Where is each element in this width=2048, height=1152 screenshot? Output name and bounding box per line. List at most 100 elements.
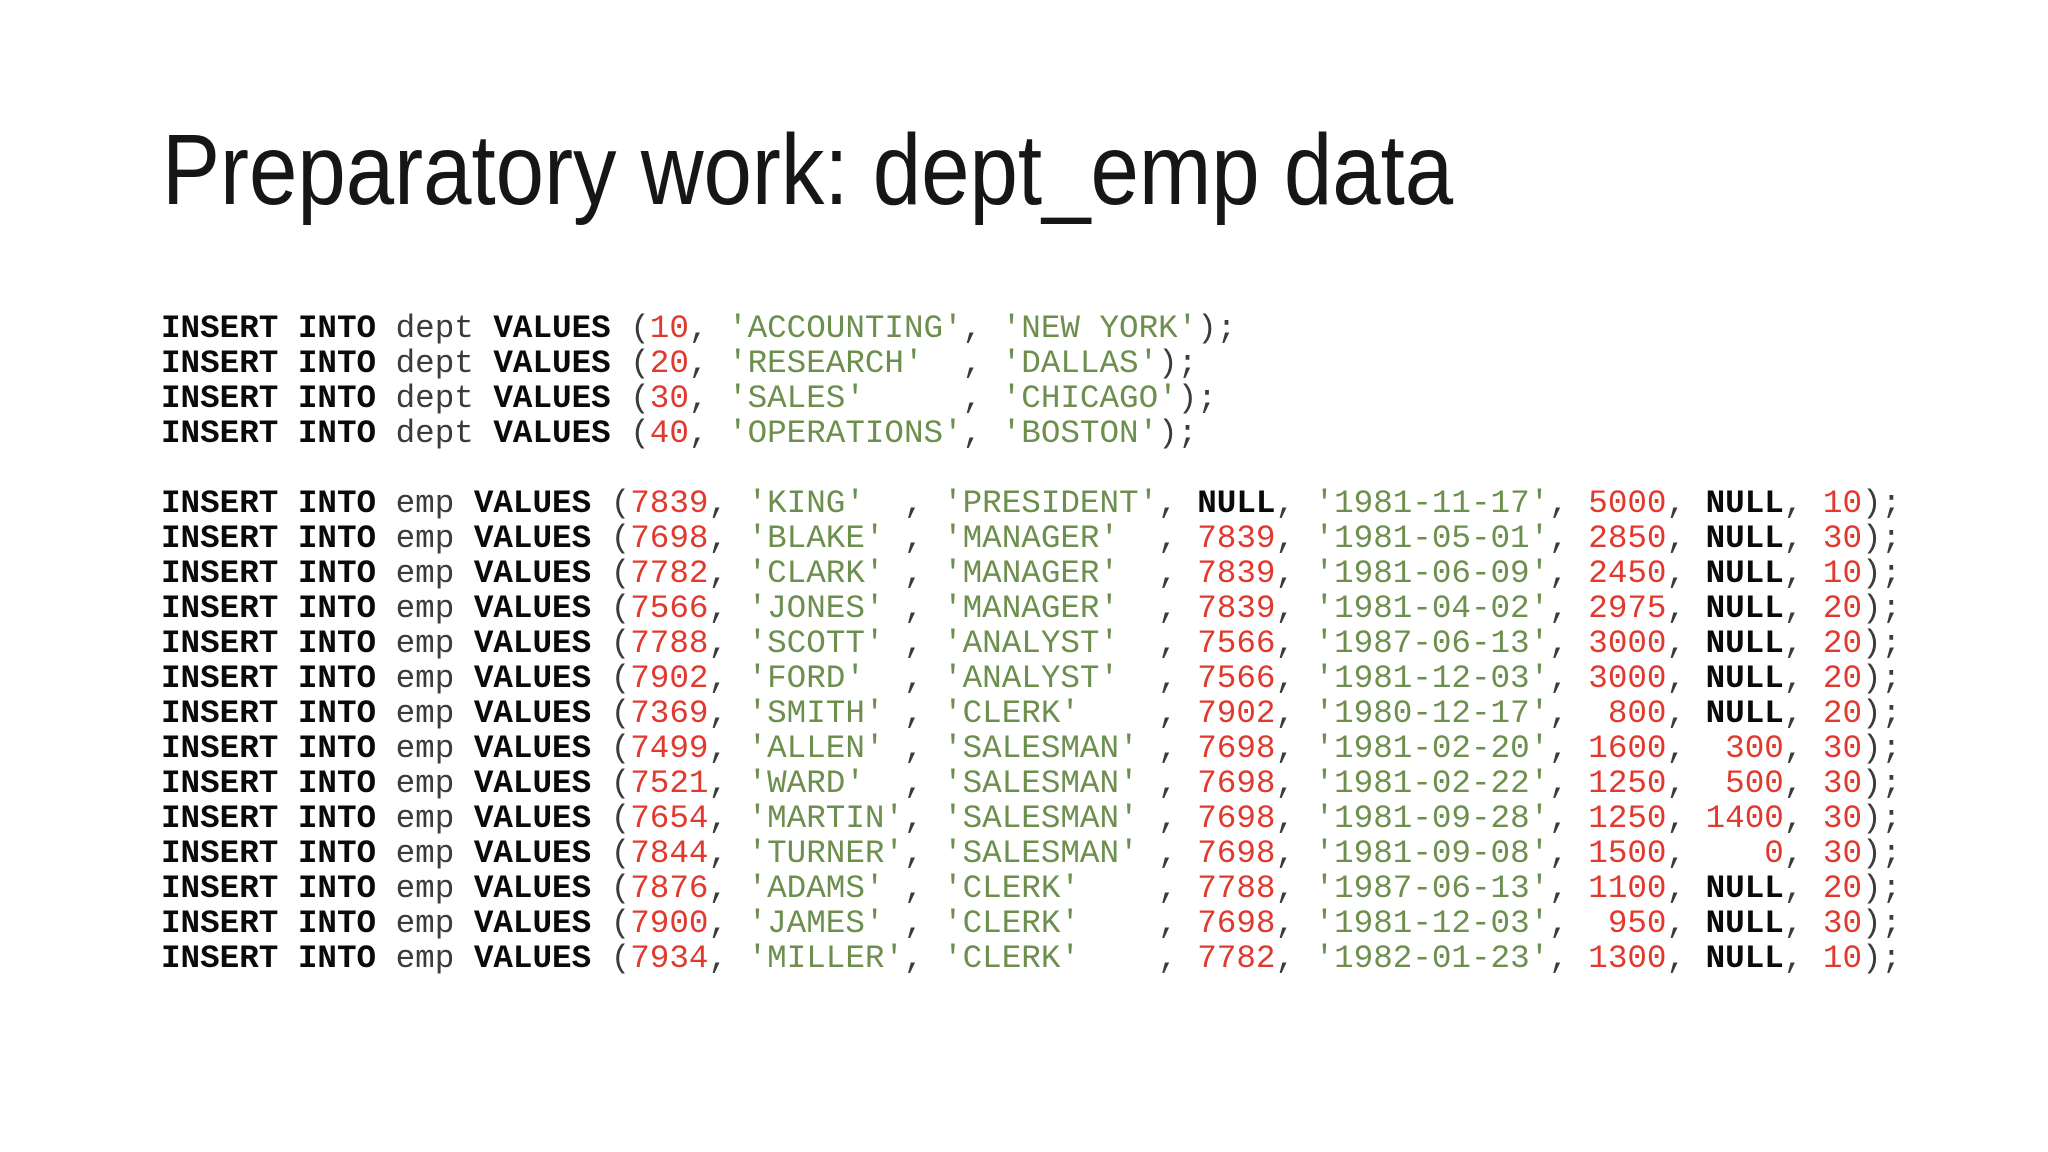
sql-number: 7839 [630,485,709,522]
sql-number: 1250 [1588,765,1667,802]
sql-number: 7698 [1197,730,1276,767]
sql-punctuation: , [1275,765,1315,802]
code-line: INSERT INTO emp VALUES (7839, 'KING' , '… [161,486,1901,521]
sql-punctuation: , [1783,660,1823,697]
sql-punctuation: , [1549,520,1589,557]
sql-identifier: dept [376,380,494,417]
sql-string: '1981-04-02' [1314,590,1550,627]
sql-punctuation: , [884,905,944,942]
sql-punctuation: , [1666,730,1726,767]
code-line: INSERT INTO emp VALUES (7698, 'BLAKE' , … [161,521,1901,556]
sql-number: 30 [1822,800,1863,837]
sql-punctuation: , [1119,660,1198,697]
sql-punctuation: ); [1862,905,1902,942]
sql-string: 'RESEARCH' [728,345,924,382]
sql-punctuation: , [1549,940,1589,977]
sql-punctuation: , [884,695,944,732]
sql-punctuation: ); [1158,345,1198,382]
sql-punctuation: ); [1862,730,1902,767]
sql-punctuation: ( [591,485,631,522]
sql-keyword: VALUES [473,695,592,732]
sql-number: 7566 [1197,625,1276,662]
sql-keyword: VALUES [493,380,611,417]
sql-punctuation: , [1549,835,1589,872]
sql-number: 7839 [1197,520,1276,557]
sql-number: 7566 [630,590,709,627]
sql-string: 'CHICAGO' [1001,380,1178,417]
sql-punctuation: , [708,765,748,802]
sql-keyword: NULL [1705,660,1784,697]
sql-number: 1300 [1588,940,1667,977]
sql-punctuation: , [1138,800,1198,837]
sql-string: 'CLARK' [747,555,885,592]
sql-punctuation: ( [610,310,650,347]
sql-keyword: VALUES [493,415,611,452]
sql-punctuation: ); [1862,800,1902,837]
sql-string: '1982-01-23' [1314,940,1550,977]
sql-punctuation: , [1549,660,1589,697]
sql-keyword: INSERT INTO [161,730,377,767]
sql-string: 'MARTIN' [747,800,904,837]
sql-keyword: INSERT INTO [161,520,377,557]
sql-punctuation: , [1275,800,1315,837]
sql-keyword: VALUES [473,905,592,942]
sql-punctuation: , [1666,765,1726,802]
sql-keyword: VALUES [473,730,592,767]
sql-number: 30 [1822,520,1862,557]
sql-punctuation: , [1549,765,1589,802]
sql-punctuation: , [1079,870,1198,907]
sql-punctuation: , [1783,835,1823,872]
sql-number: 20 [1822,870,1863,907]
sql-keyword: INSERT INTO [161,905,377,942]
sql-punctuation: , [903,940,944,977]
code-line: INSERT INTO dept VALUES (10, 'ACCOUNTING… [161,311,1901,346]
sql-punctuation: , [1783,625,1823,662]
sql-string: 'KING' [747,485,865,522]
sql-string: '1987-06-13' [1314,625,1550,662]
sql-number: 300 [1725,730,1784,767]
sql-string: 'FORD' [747,660,865,697]
sql-punctuation: ); [1862,695,1902,732]
sql-punctuation: , [1275,590,1315,627]
sql-number: 30 [1822,835,1863,872]
sql-string: '1981-02-20' [1314,730,1550,767]
sql-string: 'TURNER' [747,835,904,872]
sql-string: 'SALESMAN' [943,800,1139,837]
sql-punctuation: , [688,345,729,382]
code-line: INSERT INTO dept VALUES (20, 'RESEARCH' … [161,346,1901,381]
sql-punctuation: , [688,310,729,347]
sql-number: 1250 [1588,800,1667,837]
sql-number: 2850 [1588,520,1667,557]
sql-punctuation: ); [1862,555,1902,592]
sql-number: 7844 [630,835,709,872]
sql-keyword: INSERT INTO [161,555,377,592]
sql-keyword: VALUES [493,345,611,382]
sql-punctuation: , [1666,555,1706,592]
sql-keyword: INSERT INTO [161,345,377,382]
sql-punctuation: , [1158,485,1198,522]
sql-string: '1981-11-17' [1314,485,1550,522]
sql-keyword: NULL [1705,625,1784,662]
sql-keyword: VALUES [473,940,592,977]
sql-number: 7499 [630,730,709,767]
sql-punctuation: , [1783,870,1823,907]
sql-number: 7902 [1197,695,1276,732]
sql-punctuation: ); [1862,870,1902,907]
sql-string: 'JONES' [747,590,885,627]
sql-identifier: emp [376,555,474,592]
sql-punctuation: , [708,555,748,592]
dept-inserts: INSERT INTO dept VALUES (10, 'ACCOUNTING… [161,311,1901,451]
sql-number: 7934 [630,940,709,977]
sql-punctuation: , [1783,730,1823,767]
sql-punctuation: ( [591,800,631,837]
sql-punctuation: ( [591,940,631,977]
sql-number: 7839 [1197,590,1276,627]
sql-punctuation: ( [591,730,631,767]
sql-number: 20 [1822,660,1862,697]
sql-keyword: INSERT INTO [161,835,377,872]
sql-identifier: emp [376,520,474,557]
sql-punctuation: , [1119,555,1198,592]
sql-punctuation: , [1275,520,1315,557]
sql-string: 'ADAMS' [747,870,885,907]
sql-identifier: emp [376,485,474,522]
